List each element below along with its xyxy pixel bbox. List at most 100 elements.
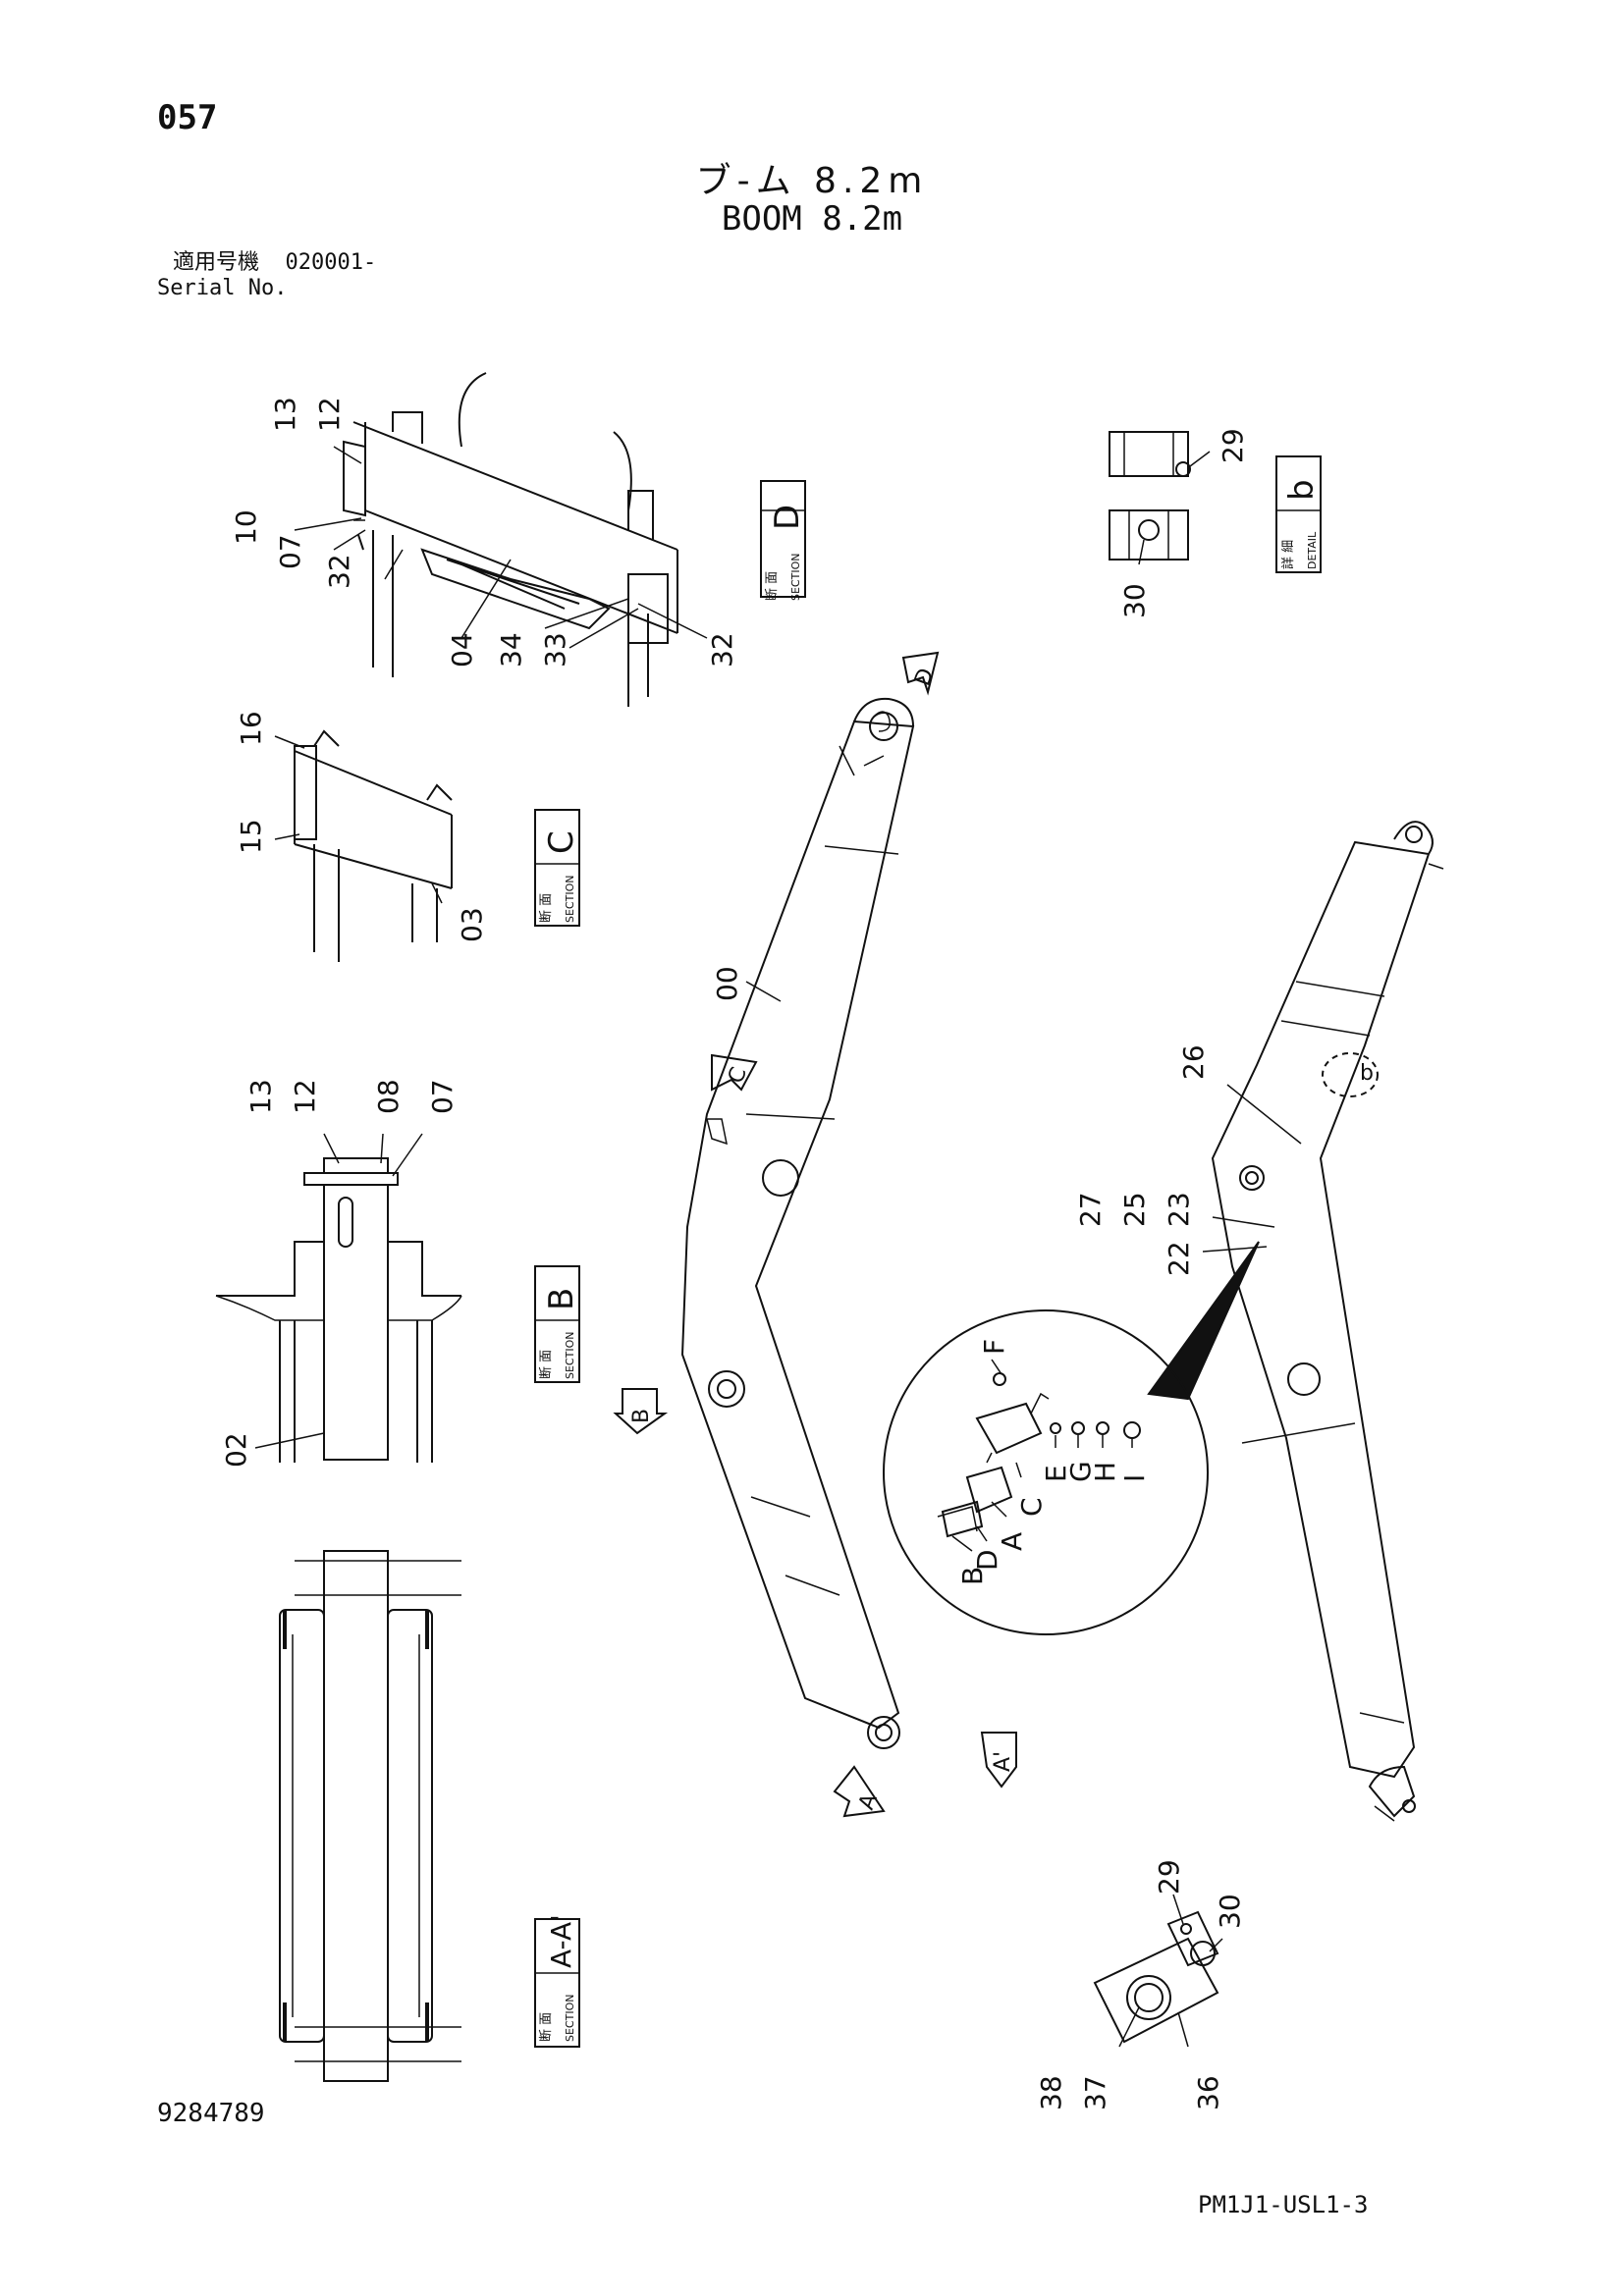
section-c-en: SECTION — [564, 876, 576, 923]
magnified-labels: F E G H I C A D B — [956, 1339, 1151, 1585]
callout-30-bottom: 30 — [1214, 1894, 1246, 1929]
callout-13: 13 — [269, 397, 301, 432]
section-c-tag: C 断 面 SECTION — [534, 809, 581, 927]
section-c-letter: C — [542, 830, 581, 854]
section-d-tag: D 断 面 SECTION — [760, 480, 807, 601]
section-d-letter: D — [768, 505, 807, 530]
magnified-callouts — [951, 1359, 1133, 1552]
callout-13-b: 13 — [244, 1079, 277, 1114]
label-g: G — [1064, 1461, 1097, 1482]
callout-34: 34 — [495, 632, 527, 667]
detail-b-callouts — [1138, 451, 1211, 565]
callout-29-bottom: 29 — [1153, 1859, 1185, 1895]
section-d-labels: 13 12 10 07 32 04 34 33 32 — [230, 397, 738, 667]
section-b-jp: 断 面 — [539, 1350, 554, 1379]
label-d: D — [971, 1549, 1003, 1571]
section-d-jp: 断 面 — [765, 571, 780, 601]
magnified-detail — [883, 1309, 1209, 1635]
boom-left-view — [680, 697, 915, 1749]
label-a: A — [996, 1532, 1028, 1551]
bottom-detail-view — [1093, 1910, 1219, 2044]
callout-07: 07 — [274, 534, 306, 569]
label-c: C — [1015, 1497, 1048, 1517]
callout-12-b: 12 — [289, 1079, 321, 1114]
callout-04: 04 — [446, 632, 478, 667]
section-c-view — [294, 729, 453, 962]
callout-12: 12 — [313, 397, 346, 432]
marker-a: A — [833, 1765, 886, 1818]
section-d-view — [343, 372, 678, 707]
title-english: BOOM 8.2m — [721, 199, 903, 239]
callout-38: 38 — [1035, 2075, 1067, 2110]
marker-a-prime-letter: A' — [991, 1751, 1015, 1772]
section-b-labels: 13 12 08 07 02 — [220, 1079, 459, 1468]
sheet-code: PM1J1-USL1-3 — [1198, 2191, 1369, 2218]
detail-b-tag: b 詳 細 DETAIL — [1275, 455, 1322, 573]
callout-25: 25 — [1118, 1192, 1151, 1227]
callout-29-top: 29 — [1217, 428, 1249, 463]
section-aa-tag: A-A' 断 面 SECTION — [534, 1914, 580, 2048]
serial-label-en: Serial No. — [157, 276, 288, 300]
callout-03: 03 — [456, 907, 488, 942]
title-japanese: ブ-ム 8.2m — [695, 161, 929, 201]
label-e: E — [1040, 1465, 1072, 1482]
callout-27: 27 — [1074, 1192, 1107, 1227]
detail-b-en: DETAIL — [1306, 531, 1319, 569]
serial-block: 適用号機 020001- Serial No. — [157, 250, 376, 301]
marker-b: B — [613, 1388, 669, 1435]
drawing-number: 9284789 — [157, 2099, 265, 2128]
marker-d-letter: D — [910, 666, 939, 689]
magnifier-leader — [1147, 1241, 1260, 1401]
callout-30-top: 30 — [1118, 583, 1151, 618]
page-number: 057 — [157, 98, 218, 137]
marker-c-letter: C — [724, 1064, 752, 1087]
section-b-letter: B — [542, 1288, 581, 1310]
callout-16: 16 — [235, 711, 267, 746]
section-b-callouts — [254, 1133, 423, 1449]
section-b-tag: B 断 面 SECTION — [534, 1265, 581, 1383]
bottom-detail-labels: 29 30 38 37 36 — [1035, 1859, 1246, 2110]
detail-b-labels: 29 30 — [1118, 428, 1249, 618]
section-aa-jp: 断 面 — [539, 2012, 554, 2042]
callout-10: 10 — [230, 509, 262, 545]
section-d-en: SECTION — [789, 554, 802, 601]
callout-08: 08 — [372, 1079, 405, 1114]
section-b-view — [215, 1157, 462, 1463]
section-c-callouts — [274, 735, 443, 904]
section-b-en: SECTION — [564, 1332, 576, 1379]
callout-32b: 32 — [706, 632, 738, 667]
callout-23: 23 — [1163, 1192, 1195, 1227]
marker-b-letter: B — [629, 1409, 654, 1423]
callout-33: 33 — [539, 632, 571, 667]
marker-a-letter: A — [854, 1790, 883, 1813]
serial-label-jp: 適用号機 — [173, 250, 260, 275]
boom-right-labels: 26 27 25 23 22 — [1074, 1044, 1210, 1276]
detail-b-letter: b — [1282, 479, 1322, 501]
section-aa-letter: A-A' — [545, 1914, 577, 1968]
section-c-labels: 16 15 03 — [235, 711, 488, 942]
label-h: H — [1089, 1462, 1121, 1482]
boom-right-callouts — [1202, 1084, 1302, 1253]
bottom-detail-callouts — [1118, 1894, 1223, 2048]
callout-37: 37 — [1079, 2075, 1111, 2110]
detail-b-view — [1109, 431, 1191, 561]
marker-a-prime: A' — [980, 1732, 1017, 1789]
callout-26: 26 — [1177, 1044, 1210, 1080]
section-aa-view — [279, 1550, 461, 2082]
marker-d: D — [901, 651, 939, 696]
label-f: F — [978, 1339, 1010, 1355]
label-b: B — [956, 1567, 989, 1585]
boom-right-view — [1211, 821, 1444, 1822]
callout-07-b: 07 — [426, 1079, 459, 1114]
label-i: I — [1118, 1474, 1151, 1482]
callout-15: 15 — [235, 819, 267, 854]
callout-00: 00 — [711, 966, 743, 1001]
section-c-jp: 断 面 — [539, 893, 554, 923]
boom-left-callout — [745, 981, 782, 1002]
callout-32: 32 — [323, 554, 355, 589]
section-aa-en: SECTION — [564, 1995, 576, 2042]
section-d-callouts — [294, 446, 708, 649]
serial-value: 020001- — [285, 250, 377, 275]
marker-detail-b: b — [1360, 1061, 1374, 1086]
callout-02: 02 — [220, 1432, 252, 1468]
